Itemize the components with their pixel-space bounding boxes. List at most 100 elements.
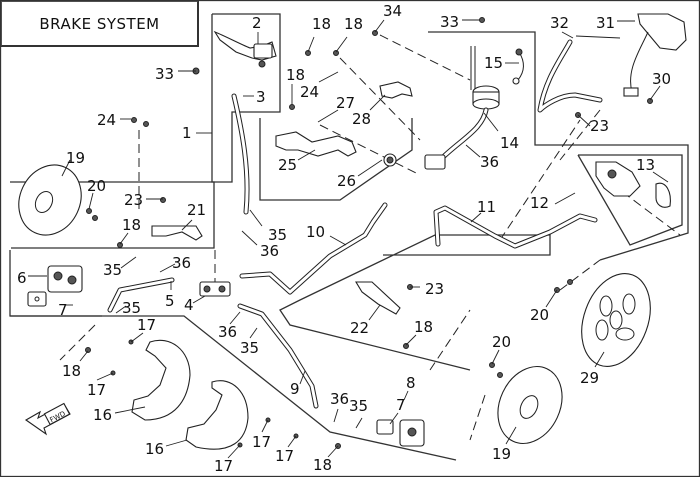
callout-number-30: 30 xyxy=(652,70,671,88)
callout-leader-16 xyxy=(114,406,146,414)
callout-leader-20 xyxy=(545,289,558,308)
callout-number-1: 1 xyxy=(182,124,192,142)
front-brake-hose xyxy=(231,93,250,215)
callout-number-18: 18 xyxy=(312,15,331,33)
callout-number-36: 36 xyxy=(260,242,279,260)
callout-leader-16 xyxy=(165,439,188,447)
front-master-cylinder xyxy=(213,30,277,68)
callout-number-21: 21 xyxy=(187,201,206,219)
callout-leader-20 xyxy=(491,349,500,365)
assembly-dashed-lines xyxy=(59,34,681,441)
callout-leader-13 xyxy=(652,171,669,183)
callout-number-17: 17 xyxy=(137,316,156,334)
caliper-bracket xyxy=(151,225,203,241)
callout-leader-9 xyxy=(299,370,306,385)
callout-number-19: 19 xyxy=(492,445,511,463)
subassembly-frames xyxy=(9,13,689,461)
frame-rear-bottom xyxy=(279,234,551,371)
callout-leader-26 xyxy=(357,159,383,177)
callout-number-23: 23 xyxy=(124,191,143,209)
callout-number-35: 35 xyxy=(349,397,368,415)
rear-caliper xyxy=(595,161,641,197)
callout-number-29: 29 xyxy=(580,369,599,387)
callout-number-18: 18 xyxy=(344,15,363,33)
forward-arrow-icon: FWD xyxy=(24,402,71,436)
callout-number-16: 16 xyxy=(93,406,112,424)
callout-leader-35 xyxy=(249,327,258,339)
callout-number-31: 31 xyxy=(596,14,615,32)
callout-number-5: 5 xyxy=(165,292,175,310)
front-brake-pad xyxy=(27,291,47,307)
front-brake-hose-5 xyxy=(107,277,175,313)
callout-number-25: 25 xyxy=(278,156,297,174)
callout-number-12: 12 xyxy=(530,194,549,212)
callout-number-7: 7 xyxy=(396,396,406,414)
callout-number-24: 24 xyxy=(300,83,319,101)
frame-rear-caliper xyxy=(577,154,683,246)
callout-number-22: 22 xyxy=(350,319,369,337)
callout-leader-17 xyxy=(96,372,114,381)
callout-leader-20 xyxy=(88,192,94,210)
callout-leader-29 xyxy=(594,351,605,368)
callout-leader-18 xyxy=(405,334,417,346)
callout-leader-19 xyxy=(61,159,71,177)
callout-leader-18 xyxy=(119,232,129,245)
callout-leader-36 xyxy=(159,263,176,273)
callout-leader-18 xyxy=(335,36,348,53)
callout-leader-17 xyxy=(261,419,269,433)
callout-number-32: 32 xyxy=(550,14,569,32)
proportioning-valve xyxy=(199,281,231,297)
callout-number-19: 19 xyxy=(66,149,85,167)
callout-leader-28 xyxy=(369,94,386,111)
callout-leader-17 xyxy=(227,444,241,459)
callout-leader-11 xyxy=(470,212,482,223)
frame-rear-pedal xyxy=(259,118,413,201)
callout-number-17: 17 xyxy=(214,457,233,475)
callout-leader-18 xyxy=(79,350,89,362)
callout-number-2: 2 xyxy=(252,14,262,32)
callout-leader-36 xyxy=(465,144,481,158)
callout-leader-36 xyxy=(333,408,339,423)
callout-number-11: 11 xyxy=(477,198,496,216)
rear-hose-upper xyxy=(537,35,621,113)
callout-leader-36 xyxy=(229,311,241,325)
disc-guard-lower xyxy=(185,380,249,450)
frame-rear-reservoir xyxy=(428,31,689,261)
parking-caliper xyxy=(623,13,687,97)
callout-leader-19 xyxy=(505,426,517,445)
callout-number-33: 33 xyxy=(440,13,459,31)
rear-lower-caliper xyxy=(399,419,425,447)
callout-number-36: 36 xyxy=(480,153,499,171)
reservoir-hose xyxy=(512,48,524,85)
callout-number-18: 18 xyxy=(62,362,81,380)
callout-leader-21 xyxy=(181,219,193,231)
callout-number-33: 33 xyxy=(155,65,174,83)
callout-number-23: 23 xyxy=(590,117,609,135)
callout-number-20: 20 xyxy=(492,333,511,351)
callout-number-4: 4 xyxy=(184,296,194,314)
callout-leader-35 xyxy=(249,209,263,227)
callout-leader-14 xyxy=(483,112,499,132)
callout-leader-35 xyxy=(120,256,137,269)
callout-leader-23 xyxy=(577,114,591,127)
rear-brake-pad xyxy=(655,182,671,208)
rear-lower-pad xyxy=(376,419,394,435)
callout-number-35: 35 xyxy=(103,261,122,279)
callout-number-34: 34 xyxy=(383,2,402,20)
callout-number-18: 18 xyxy=(313,456,332,474)
callout-leader-30 xyxy=(649,85,661,101)
callout-number-20: 20 xyxy=(87,177,106,195)
frame-front-caliper xyxy=(10,181,215,249)
front-brake-line-10 xyxy=(239,202,388,295)
callout-number-24: 24 xyxy=(97,111,116,129)
callout-number-6: 6 xyxy=(17,269,27,287)
callout-number-28: 28 xyxy=(352,110,371,128)
return-spring xyxy=(383,153,397,167)
callout-leader-22 xyxy=(368,304,381,321)
callout-leader-10 xyxy=(329,235,347,246)
callout-leader-7 xyxy=(389,412,399,425)
callout-number-13: 13 xyxy=(636,156,655,174)
front-disc-left xyxy=(18,164,82,236)
